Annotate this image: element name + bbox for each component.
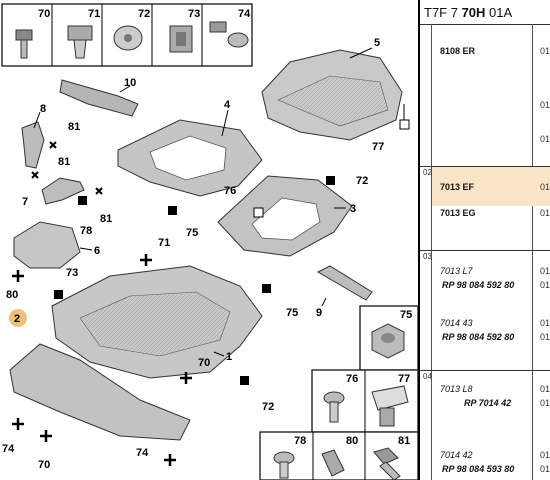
qty-row-12: 01	[540, 464, 550, 474]
callout-6: 6	[94, 245, 100, 257]
fastener-72-marker-b	[240, 376, 249, 385]
fastener-73-icon[interactable]	[169, 25, 193, 53]
group-label-04: 04	[423, 372, 432, 381]
fastener-70-icon[interactable]	[15, 29, 33, 59]
fastener-75-marker-b	[262, 284, 271, 293]
callout-72-low: 72	[262, 401, 274, 413]
callout-81-c: 81	[100, 213, 112, 225]
callout-70-bl: 70	[38, 459, 50, 471]
part-6-shield[interactable]	[13, 221, 81, 269]
qty-row-1: 01	[540, 100, 550, 110]
callout-8: 8	[40, 103, 46, 115]
fastener-72-icon[interactable]	[113, 25, 143, 51]
callout-75-low: 75	[286, 307, 298, 319]
callout-4: 4	[224, 99, 231, 111]
qty-row-9: 01	[540, 384, 550, 394]
part-9-strip[interactable]	[316, 265, 373, 301]
ref-row-3[interactable]: 7013 EF	[440, 182, 475, 192]
ref-row-8[interactable]: RP 98 084 592 80	[442, 332, 515, 342]
ref-row-4[interactable]: 7013 EG	[440, 208, 476, 218]
fastener-74-icon[interactable]	[209, 21, 249, 48]
ref-row-9[interactable]: 7013 L8	[440, 384, 473, 394]
callout-77-top: 77	[372, 141, 384, 153]
selected-row-highlight	[432, 166, 550, 206]
callout-74-top: 74	[238, 8, 251, 20]
group-label-03: 03	[423, 252, 432, 261]
fastener-75-icon[interactable]	[371, 323, 405, 359]
ref-row-6[interactable]: RP 98 084 592 80	[442, 280, 515, 290]
callout-3: 3	[350, 203, 356, 215]
qty-row-8: 01	[540, 332, 550, 342]
callout-1: 1	[226, 351, 232, 363]
callout-72-top: 72	[138, 8, 150, 20]
group-label-02: 02	[423, 168, 432, 177]
ref-row-7[interactable]: 7014 43	[440, 318, 473, 328]
qty-row-3: 01	[540, 182, 550, 192]
part-8-bracket[interactable]	[21, 121, 45, 169]
fastener-77-icon[interactable]	[371, 385, 409, 427]
part-7-rod[interactable]	[41, 177, 85, 205]
callout-2-badge	[9, 309, 27, 327]
callout-76: 76	[224, 185, 236, 197]
callout-70-mid: 70	[198, 357, 210, 369]
qty-row-11: 01	[540, 450, 550, 460]
callout-77-box: 77	[398, 373, 410, 385]
group-divider	[431, 24, 432, 480]
qty-row-5: 01	[540, 266, 550, 276]
callout-80-left: 80	[6, 289, 18, 301]
callout-5: 5	[374, 37, 380, 49]
reference-code: T7F 7 70H 01A	[424, 5, 513, 20]
callout-7: 7	[22, 196, 28, 208]
ref-row-10[interactable]: RP 7014 42	[464, 398, 512, 408]
ref-row-0[interactable]: 8108 ER	[440, 46, 476, 56]
qty-row-10: 01	[540, 398, 550, 408]
callout-81-a: 81	[68, 121, 80, 133]
fastener-80-icon[interactable]	[321, 449, 345, 477]
callout-73-top: 73	[188, 8, 200, 20]
callout-72-right: 72	[356, 175, 368, 187]
callout-73-mid: 73	[66, 267, 78, 279]
fastener-72-marker	[326, 176, 335, 185]
callout-2: 2	[14, 313, 20, 325]
fastener-71-icon[interactable]	[67, 25, 93, 59]
qty-row-4: 01	[540, 208, 550, 218]
exploded-parts-diagram: 70 71 72 73 74 5 77 10 4 8 81 81 7 81	[1, 3, 418, 480]
fastener-81-icon[interactable]	[373, 447, 401, 480]
callout-78-box: 78	[294, 435, 306, 447]
part-2-lower-shield[interactable]	[9, 343, 191, 441]
callout-10: 10	[124, 77, 136, 89]
fastener-73-marker	[54, 290, 63, 299]
callout-80-box: 80	[346, 435, 358, 447]
qty-row-2: 01	[540, 134, 550, 144]
callout-71-mid: 71	[158, 237, 170, 249]
qty-divider	[532, 24, 533, 480]
qty-row-0: 01	[540, 46, 550, 56]
ref-row-11[interactable]: 7014 42	[440, 450, 473, 460]
callout-70: 70	[38, 8, 50, 20]
callout-75-box: 75	[400, 309, 412, 321]
part-10-bar[interactable]	[59, 79, 139, 117]
qty-row-7: 01	[540, 318, 550, 328]
ref-row-5[interactable]: 7013 L7	[440, 266, 473, 276]
callout-81-b: 81	[58, 156, 70, 168]
callout-81-box: 81	[398, 435, 410, 447]
callout-74-bm: 74	[136, 447, 149, 459]
callout-76-box: 76	[346, 373, 358, 385]
callout-9: 9	[316, 307, 322, 319]
fastener-75-marker	[168, 206, 177, 215]
fastener-76-marker	[253, 207, 264, 218]
fastener-78-marker	[78, 196, 87, 205]
fastener-76-icon[interactable]	[323, 391, 345, 423]
ref-row-12[interactable]: RP 98 084 593 80	[442, 464, 515, 474]
callout-75-mid: 75	[186, 227, 198, 239]
fastener-78-icon[interactable]	[273, 451, 295, 479]
callout-71: 71	[88, 8, 100, 20]
fastener-77-marker	[399, 119, 410, 130]
callout-74-bl: 74	[2, 443, 15, 455]
qty-row-6: 01	[540, 280, 550, 290]
callout-78: 78	[80, 225, 92, 237]
reference-panel: T7F 7 70H 01A 8108 ER 01 01 01 02 7013 E…	[418, 0, 550, 480]
